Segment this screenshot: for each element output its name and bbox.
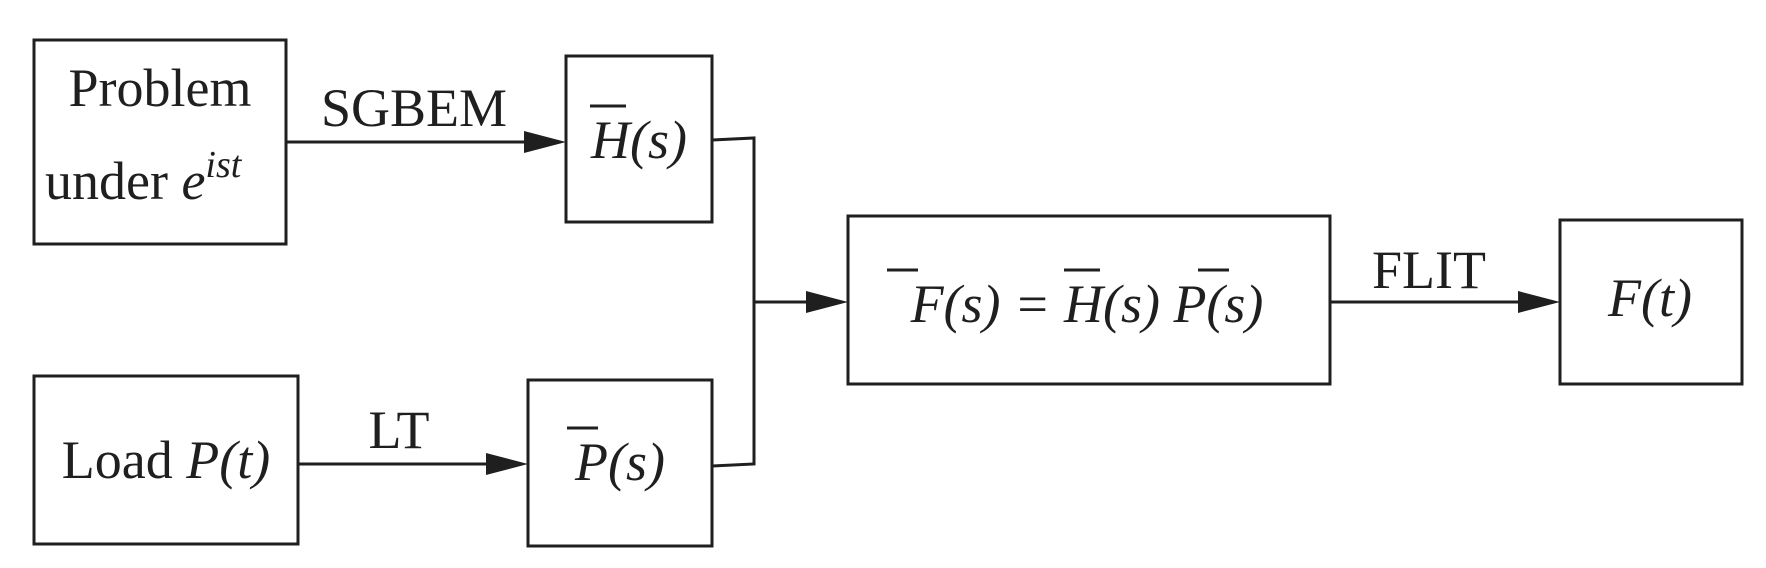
output-box — [1558, 218, 1744, 386]
problem-label-line-1: Problem — [69, 58, 252, 118]
lt-label: LT — [368, 400, 429, 460]
flit-label: FLIT — [1372, 240, 1486, 300]
sgbem-arrow-icon — [524, 131, 566, 153]
p-bar-box — [526, 378, 714, 548]
p-bar-label: P(s) — [574, 432, 665, 492]
node-product: F(s) = H(s) P(s) — [846, 214, 1332, 386]
problem-under-text: under — [45, 151, 181, 211]
edge-lt: LT — [298, 400, 528, 475]
problem-box — [32, 38, 288, 246]
p-bar-to-merge-connector — [711, 302, 756, 468]
h-bar-box — [564, 54, 714, 224]
load-prefix: Load — [62, 430, 186, 490]
flit-arrow-icon — [1518, 291, 1560, 313]
excitation-base: e — [181, 151, 205, 211]
edge-sgbem: SGBEM — [286, 78, 566, 153]
node-problem: Problem under eist — [32, 38, 288, 246]
load-box — [32, 374, 300, 546]
product-equation: F(s) = H(s) P(s) — [910, 274, 1264, 334]
h-bar-to-merge-connector — [711, 136, 756, 302]
edge-merge — [711, 136, 848, 468]
node-output: F(t) — [1558, 218, 1744, 386]
sgbem-label: SGBEM — [321, 78, 507, 138]
edge-flit: FLIT — [1330, 240, 1560, 313]
node-p-bar: P(s) — [526, 378, 714, 548]
product-box — [846, 214, 1332, 386]
load-label: Load P(t) — [62, 430, 270, 490]
lt-arrow-icon — [486, 453, 528, 475]
excitation-exponent: ist — [205, 144, 242, 186]
problem-label-line-2: under eist — [45, 144, 243, 211]
node-load: Load P(t) — [32, 374, 300, 546]
node-h-bar: H(s) — [564, 54, 714, 224]
output-label: F(t) — [1607, 268, 1692, 328]
merge-arrow-icon — [806, 291, 848, 313]
h-bar-label: H(s) — [590, 110, 687, 170]
load-function: P(t) — [185, 430, 270, 490]
